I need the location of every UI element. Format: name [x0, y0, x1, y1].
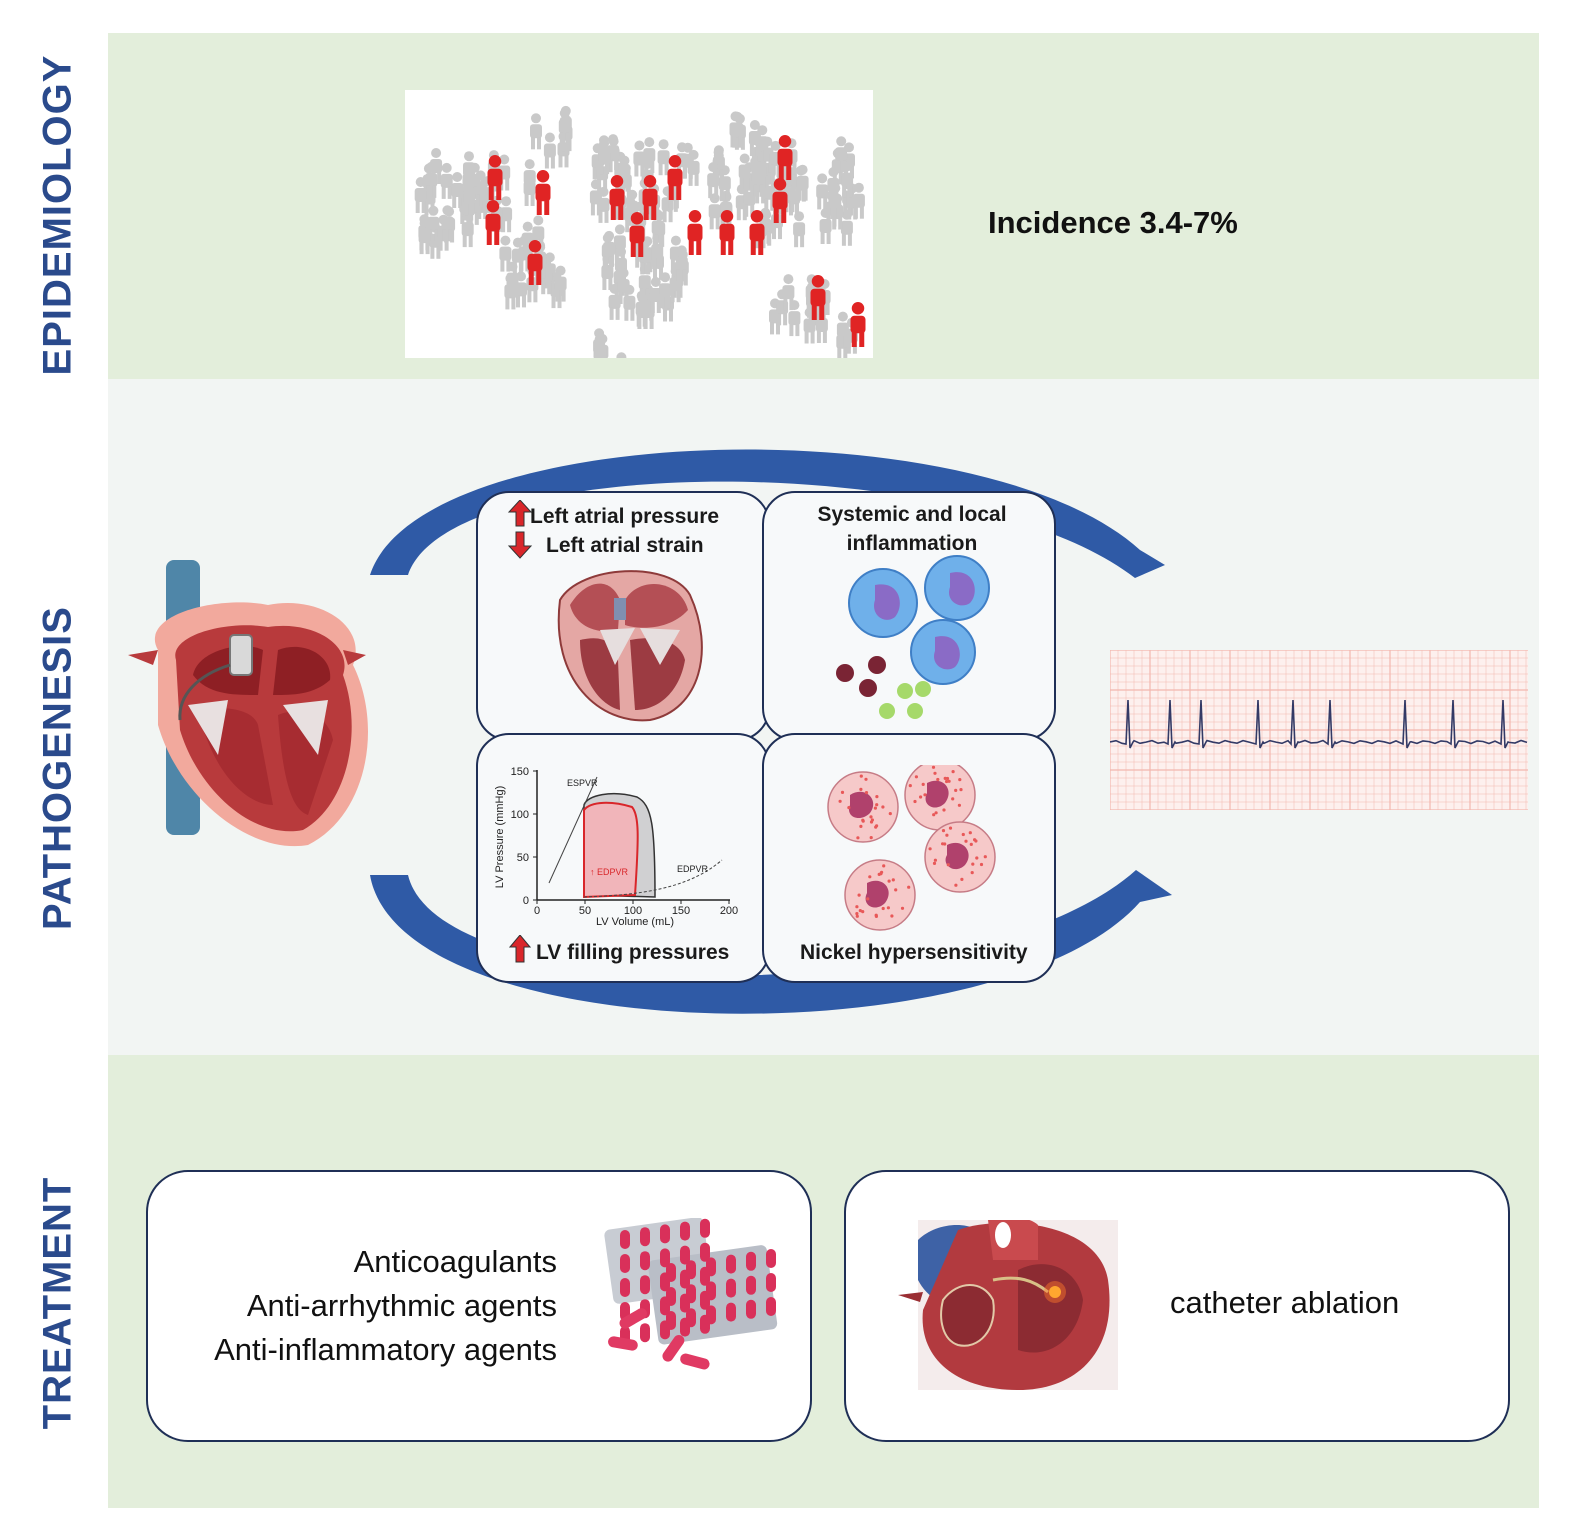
drug-antiarrhythmic: Anti-arrhythmic agents: [246, 1288, 557, 1323]
pills-icon: [604, 1218, 778, 1370]
left-atrial-label: Left atrial pressure Left atrial strain: [530, 502, 719, 560]
immune-cells-illustration: [836, 555, 990, 719]
pv-xtick-50: 50: [579, 905, 591, 917]
pv-ylabel: LV Pressure (mmHg): [494, 786, 506, 888]
ablation-heart-illustration: [898, 1220, 1118, 1390]
arrow-up-down-icon: [507, 500, 533, 559]
heart-section-illustration: [557, 570, 703, 722]
red-cell-2: [868, 656, 886, 674]
red-cell-1: [836, 664, 854, 682]
pv-xtick-100: 100: [624, 905, 642, 917]
pv-ytick-50: 50: [517, 852, 529, 864]
nickel-label: Nickel hypersensitivity: [800, 941, 1028, 964]
world-people-map: [405, 90, 873, 358]
incidence-text: Incidence 3.4-7%: [988, 205, 1238, 240]
neutrophils-illustration: [827, 765, 996, 931]
pv-ytick-100: 100: [511, 809, 529, 821]
arrow-up-icon: [509, 935, 531, 963]
treatment-label: TREATMENT: [35, 1176, 80, 1430]
left-atrial-strain: Left atrial strain: [546, 534, 704, 557]
espvr-label: ESPVR: [567, 778, 598, 788]
lymphocyte-cell-2: [924, 555, 990, 621]
platelet-1: [897, 683, 913, 699]
platelet-4: [907, 703, 923, 719]
edpvr-up-label: ↑ EDPVR: [590, 867, 629, 877]
pv-xtick-0: 0: [534, 905, 540, 917]
lymphocyte-cell-3: [910, 619, 976, 685]
pv-xlabel: LV Volume (mL): [596, 916, 674, 928]
pv-ytick-150: 150: [511, 766, 529, 778]
pv-ytick-0: 0: [523, 895, 529, 907]
left-atrial-pressure: Left atrial pressure: [530, 505, 720, 528]
pv-loop-chart: 0 50 100 150 0 50 100 150 200 ESPVR EDPVR ↑ EDP…: [494, 766, 738, 928]
ecg-strip: [1110, 650, 1528, 810]
drug-antiinflammatory: Anti-inflammatory agents: [214, 1332, 557, 1367]
catheter-ablation-label: catheter ablation: [1170, 1285, 1400, 1320]
pathogenesis-label: PATHOGENESIS: [35, 606, 80, 930]
platelet-3: [879, 703, 895, 719]
inflammation-label: Systemic and local inflammation: [800, 500, 1024, 558]
drug-anticoagulants: Anticoagulants: [353, 1244, 557, 1279]
red-cell-3: [859, 679, 877, 697]
epidemiology-label: EPIDEMIOLOGY: [35, 54, 80, 376]
lymphocyte-cell-1: [848, 568, 918, 638]
inflammation-line2: inflammation: [846, 532, 978, 555]
edpvr-label: EDPVR: [677, 864, 709, 874]
platelet-2: [915, 681, 931, 697]
pv-xtick-200: 200: [720, 905, 738, 917]
drug-list: Anticoagulants Anti-arrhythmic agents An…: [175, 1240, 557, 1372]
lv-filling-label: LV filling pressures: [536, 941, 730, 964]
pv-xtick-150: 150: [672, 905, 690, 917]
heart-illustration: [128, 560, 368, 847]
inflammation-line1: Systemic and local: [817, 503, 1007, 526]
